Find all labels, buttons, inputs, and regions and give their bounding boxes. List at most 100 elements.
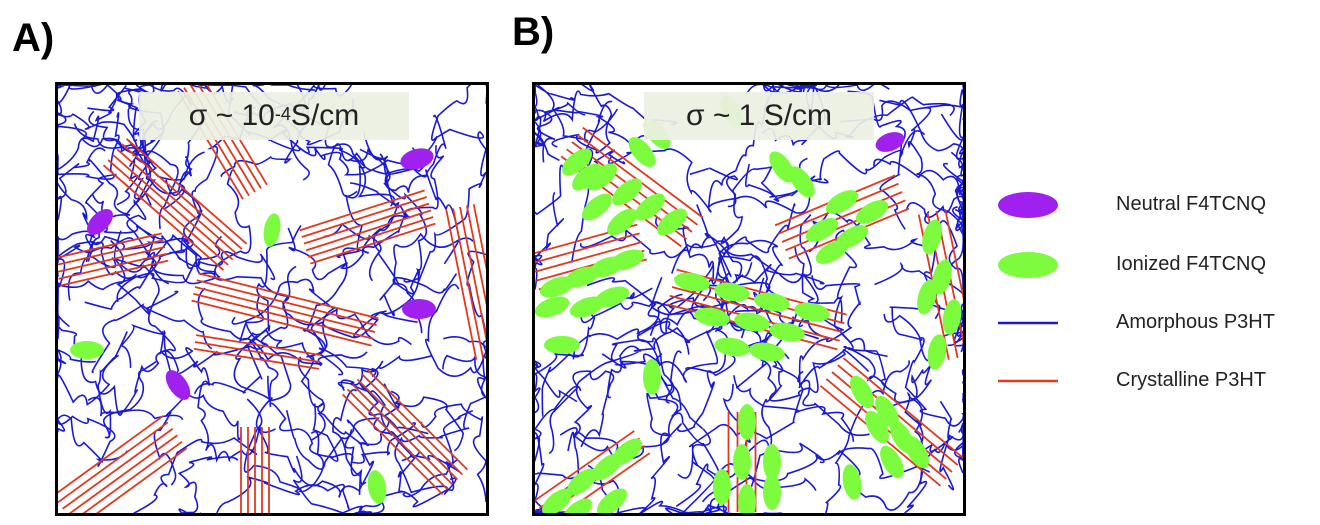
green-ellipse-icon	[998, 252, 1058, 278]
amorphous-chain	[532, 353, 584, 514]
ionized-dopant	[714, 337, 750, 357]
crystalline-chain	[116, 148, 238, 256]
crystalline-chain	[361, 373, 464, 476]
amorphous-chain	[611, 350, 682, 516]
crystalline-chain	[57, 421, 169, 504]
ionized-dopant	[70, 341, 104, 359]
panel-border	[55, 82, 489, 516]
crystalline-chain	[112, 153, 234, 261]
crystalline-chain	[301, 196, 428, 238]
amorphous-chain	[718, 239, 784, 294]
sigma-unit: S/cm	[290, 99, 360, 132]
crystalline-domain	[55, 415, 188, 516]
panel-a-label: A)	[12, 16, 55, 60]
amorphous-chain	[160, 347, 276, 463]
ionized-dopant	[875, 395, 899, 429]
ionized-dopant	[367, 470, 387, 504]
blue-line-icon	[998, 321, 1058, 325]
crystalline-chain	[944, 209, 966, 315]
amorphous-chain	[637, 331, 673, 404]
legend-item-neutral: Neutral F4TCNQ	[992, 185, 1312, 225]
panel-b-diagram: σ ~ 1 S/cm	[532, 82, 966, 516]
neutral-dopant	[87, 209, 113, 235]
amorphous-chain	[84, 158, 156, 310]
amorphous-chain	[798, 337, 870, 437]
ionized-dopant	[927, 334, 947, 370]
amorphous-chain	[91, 303, 213, 373]
ionized-dopant	[534, 296, 570, 318]
amorphous-chain	[647, 276, 690, 355]
crystalline-chain	[194, 341, 321, 363]
amorphous-chain	[532, 83, 576, 162]
amorphous-chain	[420, 403, 487, 502]
crystalline-chain	[107, 159, 229, 266]
red-line-icon	[998, 379, 1058, 383]
ionized-dopant	[865, 410, 889, 444]
crystalline-domain	[191, 272, 379, 347]
amorphous-chain	[177, 456, 239, 514]
legend-label: Ionized F4TCNQ	[1116, 253, 1267, 275]
ionized-dopant	[567, 468, 597, 496]
crystalline-chain	[58, 252, 167, 280]
amorphous-chain	[327, 143, 366, 259]
crystalline-chain	[310, 222, 436, 265]
amorphous-chain	[411, 82, 489, 155]
amorphous-chain	[825, 360, 910, 514]
sigma-text: σ ~ 1 S/cm	[685, 99, 833, 132]
crystalline-chain	[299, 189, 425, 232]
crystalline-domain	[55, 232, 169, 287]
crystalline-chain	[66, 434, 178, 516]
amorphous-chain	[112, 84, 193, 218]
ionized-dopant	[612, 178, 642, 206]
amorphous-chain	[425, 250, 488, 378]
amorphous-chain	[541, 287, 653, 418]
crystalline-chain	[303, 202, 430, 245]
amorphous-chain	[119, 323, 174, 392]
ionized-dopant	[694, 307, 730, 327]
ionized-dopant	[674, 272, 710, 292]
amorphous-chain	[548, 370, 615, 455]
amorphous-chain	[344, 417, 461, 485]
crystalline-chain	[55, 415, 164, 496]
ionized-dopant	[733, 444, 751, 480]
ionized-dopant	[544, 336, 580, 354]
ionized-dopant	[763, 444, 781, 480]
amorphous-chain	[251, 342, 333, 458]
crystalline-chain	[55, 232, 163, 260]
sigma-prefix: σ ~ 10	[188, 99, 275, 132]
crystalline-chain	[62, 428, 174, 510]
ionized-dopant	[542, 488, 572, 516]
amorphous-chain	[55, 83, 139, 142]
purple-ellipse-icon	[998, 192, 1058, 218]
crystalline-domain	[193, 334, 322, 370]
panel-b-conductivity-label: σ ~ 1 S/cm	[644, 92, 874, 140]
neutral-dopant	[165, 370, 191, 400]
amorphous-chain	[833, 220, 863, 350]
amorphous-chain	[689, 167, 803, 284]
amorphous-chain	[879, 99, 966, 193]
amorphous-chain	[163, 117, 207, 210]
ionized-dopant	[855, 200, 889, 224]
amorphous-chain	[197, 287, 322, 367]
amorphous-chain	[55, 326, 184, 421]
ionized-dopant	[587, 163, 617, 191]
amorphous-chain	[580, 255, 790, 324]
amorphous-chain	[56, 147, 106, 220]
ionized-dopant	[609, 249, 645, 271]
ionized-dopant	[612, 438, 642, 466]
ionized-dopant	[607, 208, 637, 236]
ionized-dopant	[763, 474, 781, 510]
ionized-dopant	[769, 151, 795, 183]
crystalline-chain	[366, 368, 469, 471]
amorphous-chain	[233, 323, 292, 402]
panel-a-conductivity-label: σ ~ 10-4 S/cm	[139, 92, 409, 140]
ionized-dopant	[628, 137, 656, 167]
amorphous-chain	[133, 437, 258, 516]
crystalline-chain	[452, 208, 485, 359]
amorphous-chain	[383, 383, 465, 452]
legend-label: Amorphous P3HT	[1116, 311, 1275, 333]
amorphous-chain	[88, 110, 179, 229]
crystalline-chain	[356, 378, 459, 481]
crystalline-chain	[842, 357, 965, 459]
amorphous-chain	[744, 130, 926, 198]
